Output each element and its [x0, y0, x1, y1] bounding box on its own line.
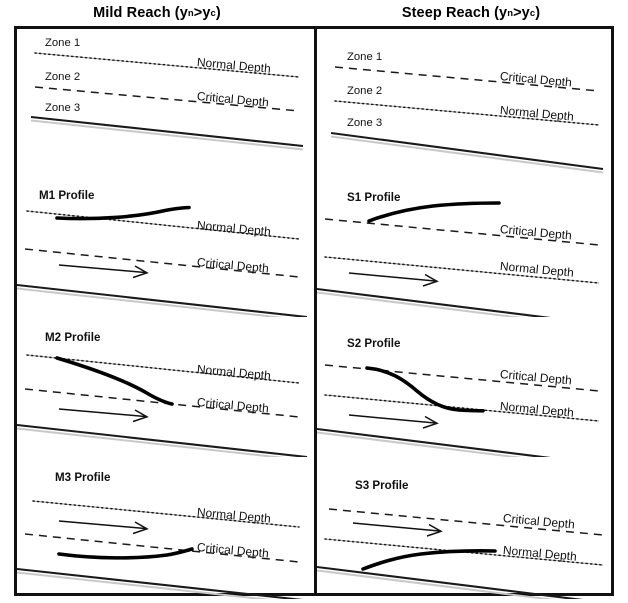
arrow-shaft — [352, 522, 440, 532]
s3-profile-label: S3 Profile — [355, 479, 409, 492]
s1-water-surface-profile — [367, 201, 501, 223]
arrow-head — [422, 273, 439, 287]
panel-steep-s3: S3 Profile Critical Depth Normal Depth — [317, 457, 614, 599]
arrow-head — [132, 265, 149, 279]
panel-mild-m2-graphic — [17, 354, 308, 457]
arrow-shaft — [348, 414, 436, 424]
s2-profile-label: S2 Profile — [347, 337, 401, 350]
m3-water-surface-profile — [57, 547, 194, 560]
panel-steep-zones-graphic — [330, 66, 604, 174]
flow-direction-arrow — [58, 264, 149, 279]
panel-steep-s2-graphic — [317, 364, 600, 457]
channel-bed-line — [17, 283, 308, 317]
m1-water-surface-profile — [55, 205, 191, 221]
critical-depth-line — [24, 248, 300, 278]
arrow-head — [132, 521, 149, 535]
channel-bed-line — [17, 423, 308, 457]
flow-direction-arrow — [58, 520, 149, 535]
panel-mild-m1-graphic — [17, 205, 308, 317]
normal-depth-line — [334, 100, 600, 126]
critical-depth-line — [334, 66, 600, 92]
channel-bed-shadow — [317, 291, 523, 317]
title-mild-sub-n: n — [187, 7, 194, 19]
arrow-head — [426, 523, 443, 537]
normal-depth-line — [324, 394, 600, 422]
channel-bed-shadow — [17, 427, 285, 457]
s1-profile-label: S1 Profile — [347, 191, 401, 204]
channel-bed-line — [330, 131, 604, 171]
panel-steep-zones: Zone 1 Zone 2 Zone 3 Critical Depth Norm… — [317, 29, 614, 177]
channel-bed-shadow — [17, 571, 271, 599]
arrow-shaft — [58, 520, 146, 530]
m1-profile-label: M1 Profile — [39, 189, 95, 202]
flow-direction-arrow — [58, 408, 149, 423]
channel-bed-line — [317, 565, 584, 599]
s3-water-surface-profile — [361, 549, 497, 571]
critical-depth-line — [24, 388, 300, 418]
diagram-frame: Zone 1 Zone 2 Zone 3 Normal Depth Critic… — [14, 26, 614, 599]
zone-3-label: Zone 3 — [45, 102, 81, 114]
panel-mild-m3: M3 Profile Normal Depth Critical Depth — [17, 457, 314, 599]
panel-mild-m3-graphic — [17, 500, 304, 599]
title-steep-close: ) — [535, 5, 541, 21]
arrow-shaft — [58, 408, 146, 418]
zone-2-label: Zone 2 — [45, 71, 81, 83]
normal-depth-line — [34, 52, 300, 78]
channel-bed-shadow — [317, 431, 523, 457]
panel-mild-zones: Zone 1 Zone 2 Zone 3 Normal Depth Critic… — [17, 29, 314, 177]
arrow-shaft — [348, 272, 436, 282]
flow-direction-arrow — [352, 522, 443, 537]
title-mild-sub-c: c — [210, 7, 216, 19]
column-divider — [314, 29, 317, 593]
arrow-shaft — [58, 264, 146, 274]
title-mild-main: Mild Reach (y — [93, 5, 188, 21]
arrow-head — [132, 409, 149, 423]
panel-steep-s2: S2 Profile Critical Depth Normal Depth — [317, 317, 614, 457]
title-steep-main: Steep Reach (y — [401, 5, 508, 21]
zone-2-label: Zone 2 — [347, 85, 383, 97]
normal-depth-line — [26, 210, 300, 240]
channel-bed-line — [317, 287, 552, 317]
panel-mild-m1: M1 Profile Normal Depth Critical Depth — [17, 177, 314, 317]
title-steep-sub-c: c — [529, 7, 536, 19]
channel-bed-line — [17, 567, 304, 599]
panel-mild-zones-graphic — [30, 52, 304, 151]
panel-steep-s1: S1 Profile Critical Depth Normal Depth — [317, 177, 614, 317]
m2-profile-label: M2 Profile — [45, 331, 101, 344]
critical-depth-line — [34, 86, 300, 112]
panel-mild-m2: M2 Profile Normal Depth Critical Depth — [17, 317, 314, 457]
panel-steep-s1-graphic — [317, 201, 600, 317]
flow-direction-arrow — [348, 414, 439, 429]
panel-steep-s3-graphic — [317, 508, 604, 599]
zone-1-label: Zone 1 — [45, 37, 81, 49]
arrow-head — [422, 415, 439, 429]
s2-water-surface-profile — [365, 366, 485, 413]
channel-bed-shadow — [330, 135, 604, 174]
critical-depth-line — [328, 508, 604, 536]
title-steep-sub-n: n — [507, 7, 514, 19]
channel-bed-line — [30, 115, 304, 148]
normal-depth-line — [26, 354, 300, 384]
title-steep-gt: >y — [513, 5, 530, 21]
channel-bed-shadow — [317, 569, 555, 599]
title-mild-gt: >y — [193, 5, 211, 21]
channel-bed-shadow — [30, 119, 304, 151]
channel-bed-line — [317, 427, 552, 457]
zone-3-label: Zone 3 — [347, 117, 383, 129]
title-mild-close: ) — [215, 5, 221, 21]
channel-bed-shadow — [17, 287, 285, 317]
zone-1-label: Zone 1 — [347, 51, 383, 63]
critical-depth-line — [324, 218, 600, 246]
m2-water-surface-profile — [55, 356, 174, 406]
critical-depth-line — [24, 533, 300, 563]
normal-depth-line — [324, 256, 600, 284]
flow-direction-arrow — [348, 272, 439, 287]
normal-depth-line — [32, 500, 300, 528]
m3-profile-label: M3 Profile — [55, 471, 111, 484]
